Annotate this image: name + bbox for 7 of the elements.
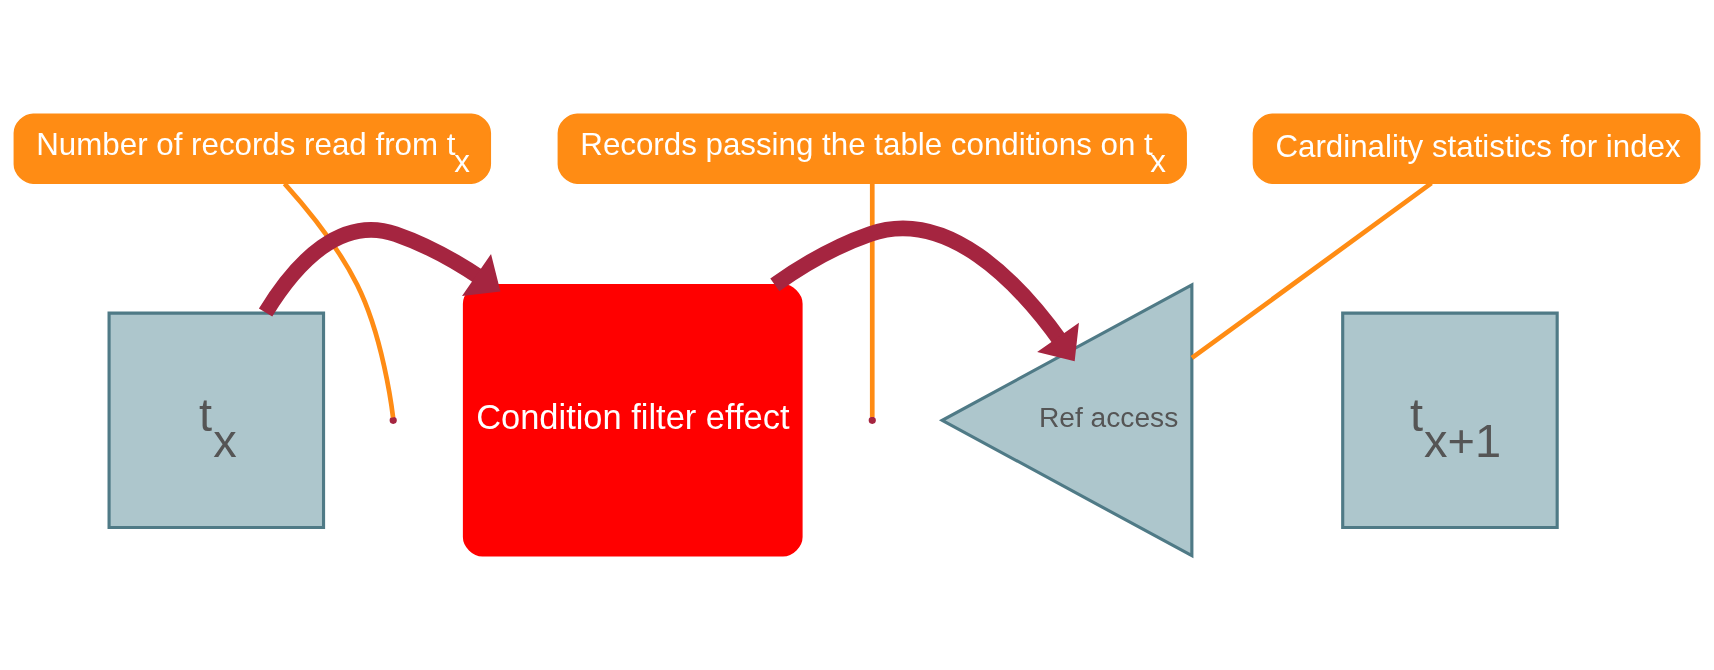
node-box: Condition filter effect bbox=[462, 284, 803, 557]
connector bbox=[1190, 181, 1433, 360]
node-box: Cardinality statistics for index bbox=[1252, 113, 1701, 184]
arrow bbox=[259, 222, 501, 317]
connector bbox=[282, 182, 396, 418]
arrow bbox=[770, 220, 1079, 362]
connector bbox=[869, 183, 875, 417]
